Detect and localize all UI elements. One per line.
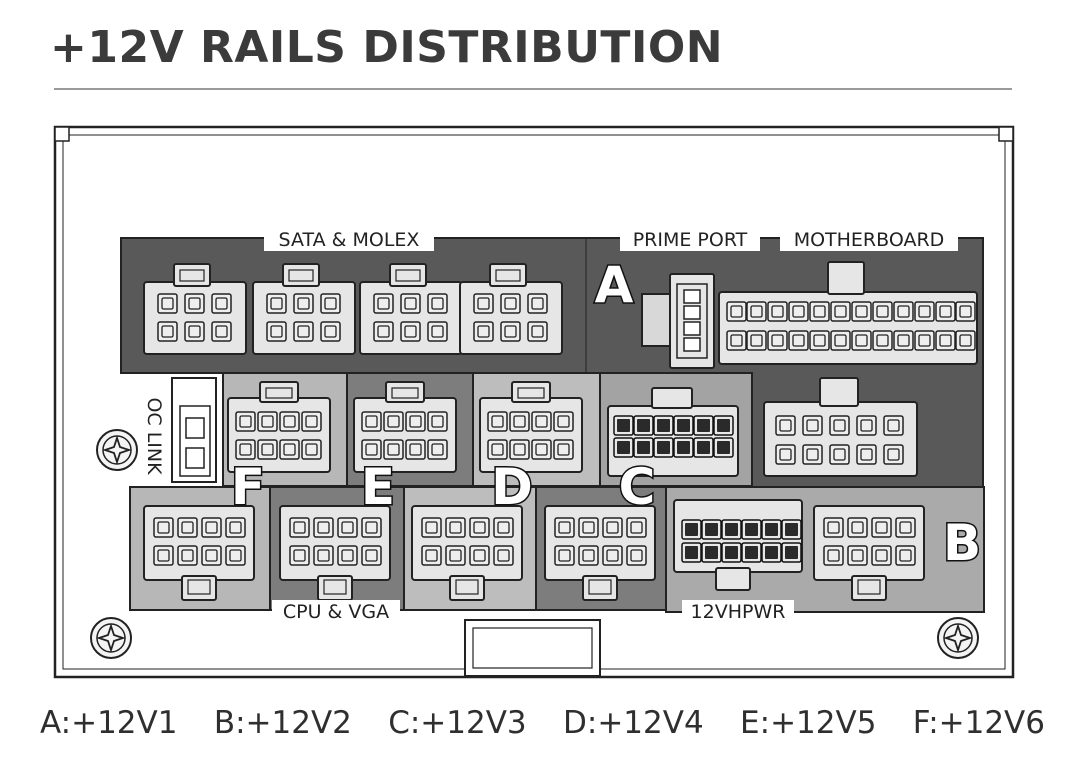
- rail-letter-d: D: [491, 458, 533, 516]
- legend-item-d: D:+12V4: [563, 705, 704, 741]
- rail-c-connector-top: [607, 387, 739, 477]
- rail-legend: A:+12V1 B:+12V2 C:+12V3 D:+12V4 E:+12V5 …: [40, 705, 1045, 741]
- legend-item-e: E:+12V5: [740, 705, 877, 741]
- oc-link-connector: [171, 377, 217, 483]
- sata-molex-label: SATA & MOLEX: [279, 229, 420, 251]
- screw-left-mid: [96, 429, 138, 471]
- prime-port-label: PRIME PORT: [633, 229, 748, 251]
- 12vhpwr-connector: [673, 499, 803, 591]
- rail-letter-a: A: [595, 256, 634, 314]
- screw-bottom-right: [937, 617, 979, 659]
- legend-item-c: C:+12V3: [388, 705, 527, 741]
- prime-port-connector: [641, 273, 715, 369]
- title-divider: [54, 88, 1012, 90]
- rail-letter-e: E: [361, 458, 395, 516]
- motherboard-connector: [718, 261, 978, 365]
- motherboard-aux-connector: [763, 377, 918, 477]
- page-title: +12V RAILS DISTRIBUTION: [50, 22, 724, 73]
- cpu-vga-label: CPU & VGA: [283, 601, 389, 623]
- 12vhpwr-label: 12VHPWR: [691, 601, 786, 623]
- motherboard-label: MOTHERBOARD: [794, 229, 945, 251]
- legend-item-f: F:+12V6: [912, 705, 1045, 741]
- oc-link-label: OC LINK: [143, 397, 165, 475]
- legend-item-b: B:+12V2: [213, 705, 352, 741]
- screw-bottom-left: [90, 617, 132, 659]
- rail-letter-f: F: [231, 458, 265, 516]
- bottom-tab: [464, 619, 601, 677]
- rail-letter-c: C: [619, 458, 656, 516]
- rail-letter-b: B: [943, 514, 981, 572]
- legend-item-a: A:+12V1: [40, 705, 178, 741]
